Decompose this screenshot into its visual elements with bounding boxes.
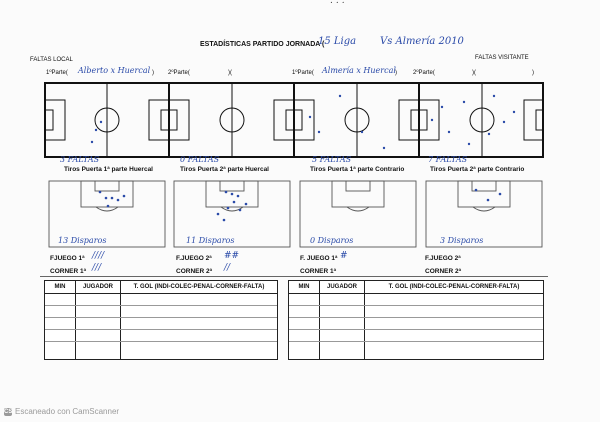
disparos-hand-2: 11 Disparos — [186, 236, 235, 245]
corner-hand-2: // — [224, 263, 231, 273]
col-min: MIN — [45, 281, 76, 293]
shots-title-3: Tiros Puerta 1ª parte Contrario — [310, 166, 405, 173]
top-scrawl: ... — [330, 0, 348, 6]
period-4-label: 2ºParte( — [413, 70, 435, 76]
camscanner-logo-icon: CS — [4, 407, 13, 416]
faltas-visitante-label: FALTAS VISITANTE — [475, 55, 529, 61]
shots-title-2: Tiros Puerta 2ª parte Huercal — [180, 166, 269, 173]
camscanner-text: Escaneado con CamScanner — [15, 407, 120, 416]
period-4-closing-paren: ) — [532, 70, 534, 76]
disparos-hand-4: 3 Disparos — [440, 236, 484, 245]
fouls-hand-1: 3 FALTAS — [60, 155, 100, 164]
shots-title-1: Tiros Puerta 1ª parte Huercal — [64, 166, 153, 173]
fjuego-hand-1: //// — [92, 251, 105, 261]
goals-table-visitante: MIN JUGADOR T. GOL (INDI-COLEC-PENAL-COR… — [288, 280, 544, 360]
period-2-close: )( — [228, 70, 232, 76]
corner-label-1: CORNER 1ª — [50, 268, 86, 275]
corner-hand-1: /// — [92, 263, 102, 273]
corner-label-3: CORNER 1ª — [300, 268, 336, 275]
divider — [40, 276, 548, 277]
period-4-close: )( — [472, 70, 476, 76]
fjuego-hand-3: # — [340, 251, 348, 261]
period-1-close: ) — [152, 70, 154, 76]
fjuego-label-2: F.JUEGO 2ª — [176, 255, 212, 262]
col-min: MIN — [289, 281, 320, 293]
fjuego-hand-2: ## — [224, 251, 240, 261]
period-3-close: ) — [395, 70, 397, 76]
goals-table-local: MIN JUGADOR T. GOL (INDI-COLEC-PENAL-COR… — [44, 280, 278, 360]
disparos-hand-1: 13 Disparos — [58, 236, 107, 245]
fjuego-label-1: FJUEGO 1ª — [50, 255, 85, 262]
period-2-label: 2ºParte( — [168, 70, 190, 76]
period-1-hand: Alberto x Huercal — [78, 66, 151, 75]
corner-label-4: CORNER 2ª — [425, 268, 461, 275]
col-tgol: T. GOL (INDI-COLEC-PENAL-CORNER-FALTA) — [133, 284, 265, 290]
faltas-local-label: FALTAS LOCAL — [30, 57, 73, 63]
fouls-hand-4: 7 FALTAS — [428, 155, 468, 164]
title-vs: Vs Almería 2010 — [380, 36, 464, 47]
col-tgol: T. GOL (INDI-COLEC-PENAL-CORNER-FALTA) — [388, 284, 520, 290]
col-jugador: JUGADOR — [320, 281, 365, 293]
disparos-hand-3: 0 Disparos — [310, 236, 354, 245]
fouls-pitches — [44, 82, 544, 158]
period-1-label: 1ºParte( — [46, 70, 68, 76]
shots-pitches — [48, 180, 543, 248]
fjuego-label-3: F. JUEGO 1ª — [300, 255, 338, 262]
camscanner-watermark: CS Escaneado con CamScanner — [4, 407, 119, 416]
shots-title-4: Tiros Puerta 2ª parte Contrario — [430, 166, 525, 173]
period-3-label: 1ºParte( — [292, 70, 314, 76]
fouls-hand-3: 5 FALTAS — [312, 155, 352, 164]
title-hand: 15 Liga — [318, 36, 357, 47]
col-jugador: JUGADOR — [76, 281, 121, 293]
period-3-hand: Almería x Huercal — [322, 66, 396, 75]
fouls-hand-2: 0 FALTAS — [180, 155, 220, 164]
corner-label-2: CORNER 2ª — [176, 268, 212, 275]
fjuego-label-4: F.JUEGO 2ª — [425, 255, 461, 262]
page-title: ESTADÍSTICAS PARTIDO JORNADA ( — [200, 41, 325, 48]
